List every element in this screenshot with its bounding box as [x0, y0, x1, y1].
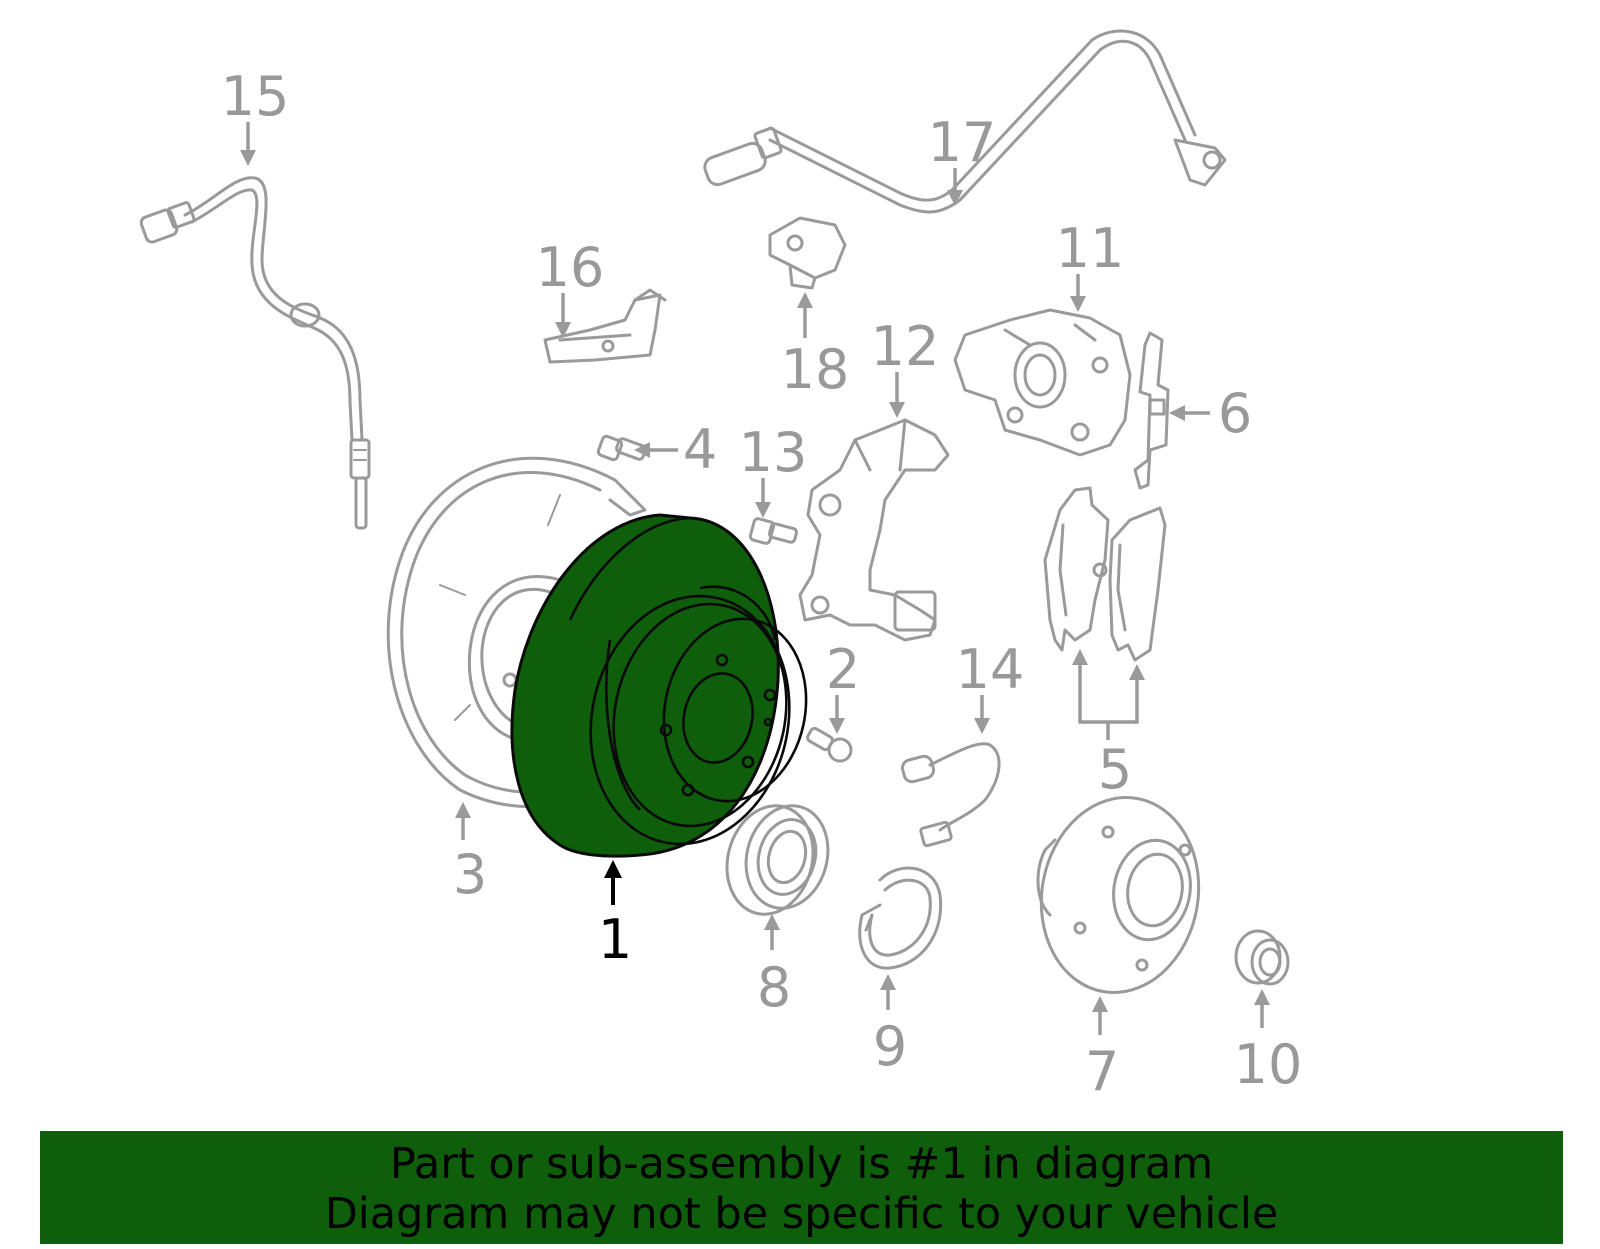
callout-13: 13 [739, 421, 808, 518]
part-7-wheel-hub[interactable] [1026, 785, 1214, 1005]
parts-diagram: 15 17 16 18 11 12 6 4 13 [139, 29, 1303, 1103]
callout-11: 11 [1056, 217, 1125, 312]
part-5-brake-pads[interactable] [1043, 486, 1167, 662]
part-15-brake-hose[interactable] [139, 176, 371, 530]
svg-text:11: 11 [1056, 217, 1125, 280]
svg-text:3: 3 [453, 843, 487, 906]
callout-3: 3 [453, 802, 487, 906]
callout-8: 8 [757, 914, 791, 1019]
svg-text:9: 9 [873, 1015, 907, 1078]
part-16-bracket[interactable] [543, 288, 667, 364]
svg-text:5: 5 [1098, 738, 1132, 801]
callout-5: 5 [1072, 649, 1145, 801]
callout-7: 7 [1085, 996, 1119, 1103]
part-2-bolt[interactable] [806, 726, 853, 763]
part-8-wheel-bearing[interactable] [715, 796, 839, 924]
svg-text:1: 1 [598, 908, 632, 971]
part-9-snap-ring[interactable] [858, 866, 943, 970]
svg-text:4: 4 [683, 418, 717, 481]
callout-4: 4 [634, 418, 717, 481]
part-17-abs-sensor[interactable] [702, 29, 1227, 214]
part-10-nut[interactable] [1234, 929, 1290, 986]
callout-15: 15 [221, 65, 290, 166]
callout-14: 14 [956, 638, 1025, 734]
part-6-spring-clip[interactable] [1133, 331, 1170, 490]
callout-12: 12 [871, 315, 940, 418]
svg-text:2: 2 [826, 638, 860, 701]
svg-text:6: 6 [1218, 382, 1252, 445]
svg-text:14: 14 [956, 638, 1025, 701]
callout-17: 17 [928, 111, 997, 206]
callout-6: 6 [1169, 382, 1252, 445]
part-11-caliper[interactable] [953, 308, 1132, 457]
svg-text:18: 18 [781, 338, 850, 401]
part-13-bolt[interactable] [748, 517, 798, 545]
svg-text:7: 7 [1085, 1040, 1119, 1103]
part-1-brake-rotor[interactable] [510, 513, 823, 863]
svg-text:10: 10 [1234, 1033, 1303, 1096]
callout-16: 16 [536, 236, 605, 338]
svg-text:8: 8 [757, 956, 791, 1019]
part-12-carrier[interactable] [798, 418, 950, 642]
svg-text:13: 13 [739, 421, 808, 484]
callout-2: 2 [826, 638, 860, 734]
part-14-wear-sensor[interactable] [900, 742, 1001, 848]
callout-9: 9 [873, 974, 907, 1078]
banner-line-2: Diagram may not be specific to your vehi… [324, 1189, 1279, 1239]
callout-1: 1 [598, 860, 632, 971]
svg-text:12: 12 [871, 315, 940, 378]
callout-18: 18 [781, 292, 850, 401]
info-banner: Part or sub-assembly is #1 in diagram Di… [40, 1131, 1563, 1244]
part-3-dust-shield[interactable] [386, 456, 647, 808]
svg-text:17: 17 [928, 111, 997, 174]
svg-text:16: 16 [536, 236, 605, 299]
svg-text:15: 15 [221, 65, 290, 128]
callout-10: 10 [1234, 989, 1303, 1096]
banner-line-1: Part or sub-assembly is #1 in diagram [389, 1139, 1214, 1189]
part-18-clip[interactable] [768, 216, 847, 290]
